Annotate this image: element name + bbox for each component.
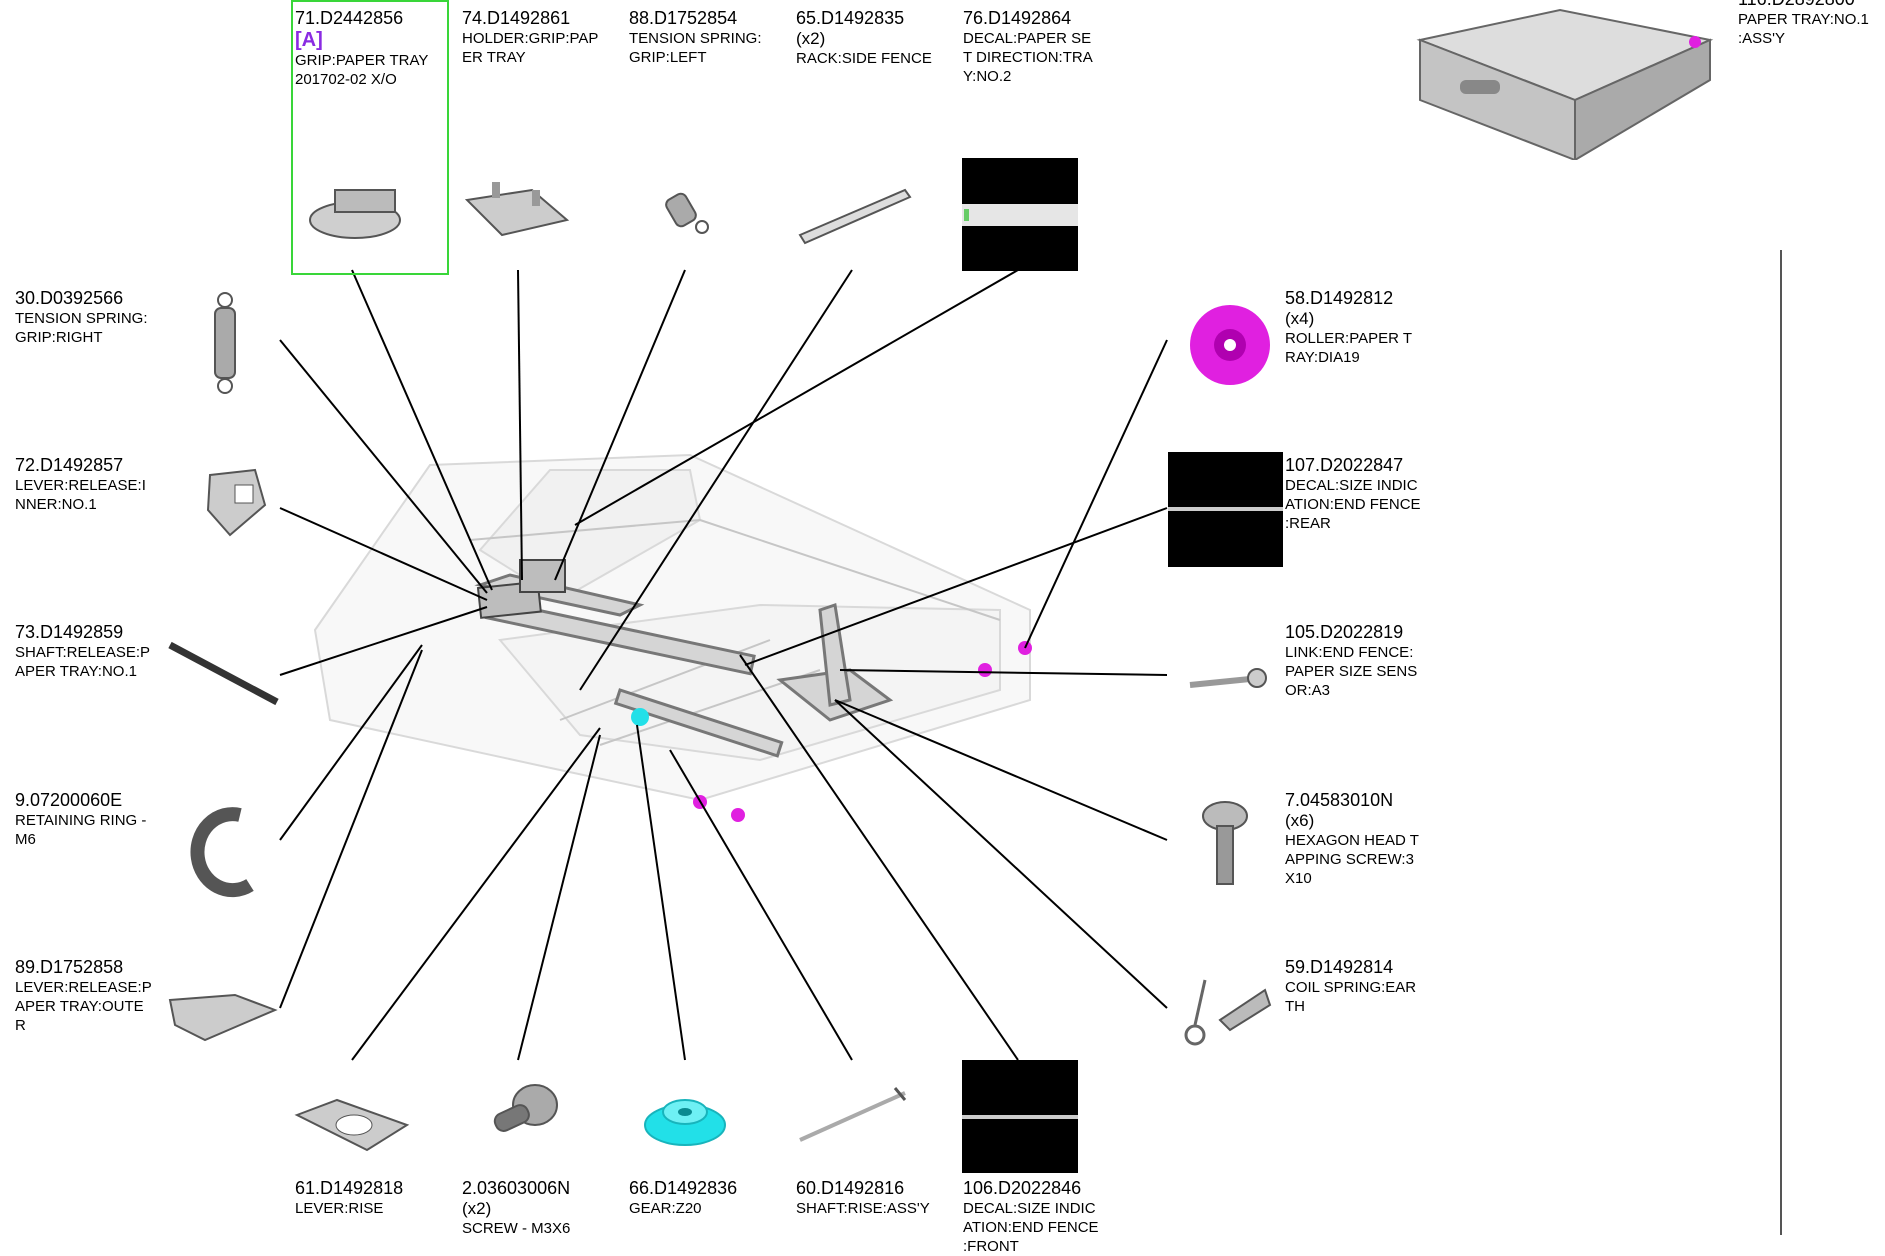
part-label-105[interactable]: 105.D2022819 LINK:END FENCE: PAPER SIZE … [1285,622,1417,700]
part-number: 66.D1492836 [629,1178,738,1198]
part-label-59[interactable]: 59.D1492814 COIL SPRING:EAR TH [1285,957,1416,1016]
page-divider [1780,250,1782,1235]
part-number: 116.D2892800 [1738,0,1869,10]
rack-side-fence-icon[interactable] [795,185,915,245]
part-description: TENSION SPRING: GRIP:LEFT [629,30,762,66]
part-number: 107.D2022847 [1285,455,1404,475]
decal-size-indication-rear-image [1168,452,1283,567]
part-description: DECAL:SIZE INDIC ATION:END FENCE :FRONT [963,1200,1099,1255]
part-description: SHAFT:RISE:ASS'Y [796,1200,930,1217]
part-description: GEAR:Z20 [629,1200,702,1217]
part-number: 59.D1492814 [1285,957,1394,977]
part-number: 89.D1752858 [15,957,124,977]
part-quantity: (x2) [796,29,826,48]
part-description: LEVER:RELEASE:I NNER:NO.1 [15,477,146,513]
part-description: RETAINING RING - M6 [15,812,147,848]
cyan-gear-marker [631,708,649,726]
part-description: PAPER TRAY:NO.1 :ASS'Y [1738,11,1869,47]
part-number: 7.04583010N [1285,790,1394,810]
coil-spring-earth-icon[interactable] [1180,975,1275,1055]
part-description: TENSION SPRING: GRIP:RIGHT [15,310,148,346]
part-label-61[interactable]: 61.D1492818 LEVER:RISE [295,1178,403,1218]
part-label-116[interactable]: 116.D2892800 PAPER TRAY:NO.1 :ASS'Y [1738,0,1869,48]
part-description: SCREW - M3X6 [462,1220,571,1237]
part-description: HEXAGON HEAD T APPING SCREW:3 X10 [1285,832,1419,887]
part-label-74[interactable]: 74.D1492861 HOLDER:GRIP:PAP ER TRAY [462,8,598,67]
tension-spring-left-icon[interactable] [660,185,720,240]
paper-tray-assembly-picture [1416,8,1714,160]
part-description: RACK:SIDE FENCE [796,50,932,67]
part-label-76[interactable]: 76.D1492864 DECAL:PAPER SE T DIRECTION:T… [963,8,1093,86]
part-label-72[interactable]: 72.D1492857 LEVER:RELEASE:I NNER:NO.1 [15,455,146,514]
part-quantity: (x2) [462,1199,492,1218]
part-label-60[interactable]: 60.D1492816 SHAFT:RISE:ASS'Y [796,1178,930,1218]
part-label-58[interactable]: 58.D1492812 (x4) ROLLER:PAPER T RAY:DIA1… [1285,288,1412,367]
part-number: 30.D0392566 [15,288,124,308]
part-number: 60.D1492816 [796,1178,905,1198]
lever-rise-icon[interactable] [292,1095,412,1155]
part-label-71[interactable]: 71.D2442856 [A] GRIP:PAPER TRAY 201702-0… [295,8,428,89]
leader-lines [279,269,1168,1061]
grip-paper-tray-icon[interactable] [300,180,410,250]
part-label-9[interactable]: 9.07200060E RETAINING RING - M6 [15,790,146,849]
part-description: LINK:END FENCE: PAPER SIZE SENS OR:A3 [1285,644,1418,699]
part-description: LEVER:RISE [295,1200,384,1217]
rack-pieces [474,573,894,758]
part-number: 105.D2022819 [1285,622,1404,642]
part-number: 72.D1492857 [15,455,124,475]
part-number: 106.D2022846 [963,1178,1082,1198]
decal-size-indication-front-image [962,1060,1078,1173]
part-label-89[interactable]: 89.D1752858 LEVER:RELEASE:P APER TRAY:OU… [15,957,152,1035]
tension-spring-right-icon[interactable] [205,290,245,395]
part-quantity: (x6) [1285,811,1315,830]
part-number: 73.D1492859 [15,622,124,642]
part-quantity: (x4) [1285,309,1315,328]
shaft-release-icon[interactable] [165,640,285,710]
part-number: 61.D1492818 [295,1178,404,1198]
part-label-107[interactable]: 107.D2022847 DECAL:SIZE INDIC ATION:END … [1285,455,1421,533]
part-tag[interactable]: [A] [295,29,323,51]
part-description: HOLDER:GRIP:PAP ER TRAY [462,30,599,66]
part-description: GRIP:PAPER TRAY 201702-02 X/O [295,52,429,88]
roller-paper-tray-icon[interactable] [1185,300,1275,390]
hex-screw-icon[interactable] [1200,798,1250,888]
part-label-73[interactable]: 73.D1492859 SHAFT:RELEASE:P APER TRAY:NO… [15,622,150,681]
part-number: 76.D1492864 [963,8,1072,28]
part-description: DECAL:SIZE INDIC ATION:END FENCE :REAR [1285,477,1421,532]
part-label-106[interactable]: 106.D2022846 DECAL:SIZE INDIC ATION:END … [963,1178,1099,1256]
screw-m3x6-icon[interactable] [490,1080,565,1150]
part-description: DECAL:PAPER SE T DIRECTION:TRA Y:NO.2 [963,30,1093,85]
decal-paper-set-direction-image [962,158,1078,271]
part-description: ROLLER:PAPER T RAY:DIA19 [1285,330,1412,366]
grip-assembly [476,559,566,619]
part-description: SHAFT:RELEASE:P APER TRAY:NO.1 [15,644,151,680]
lever-release-outer-icon[interactable] [165,980,280,1050]
part-label-65[interactable]: 65.D1492835 (x2) RACK:SIDE FENCE [796,8,932,68]
part-number: 58.D1492812 [1285,288,1394,308]
part-label-7[interactable]: 7.04583010N (x6) HEXAGON HEAD T APPING S… [1285,790,1419,888]
part-description: COIL SPRING:EAR TH [1285,979,1417,1015]
part-number: 2.03603006N [462,1178,571,1198]
part-number: 71.D2442856 [295,8,404,28]
part-label-88[interactable]: 88.D1752854 TENSION SPRING: GRIP:LEFT [629,8,762,67]
part-number: 65.D1492835 [796,8,905,28]
part-number: 88.D1752854 [629,8,738,28]
part-label-2[interactable]: 2.03603006N (x2) SCREW - M3X6 [462,1178,570,1238]
holder-grip-icon[interactable] [462,180,572,250]
part-description: LEVER:RELEASE:P APER TRAY:OUTE R [15,979,152,1034]
selection-box-71[interactable] [291,0,449,275]
lever-release-inner-icon[interactable] [200,465,270,545]
gear-z20-icon[interactable] [640,1090,730,1150]
link-end-fence-icon[interactable] [1185,665,1270,695]
part-number: 74.D1492861 [462,8,571,28]
retaining-ring-icon[interactable] [180,800,265,900]
part-number: 9.07200060E [15,790,123,810]
shaft-rise-icon[interactable] [795,1085,915,1145]
part-label-66[interactable]: 66.D1492836 GEAR:Z20 [629,1178,737,1218]
part-label-30[interactable]: 30.D0392566 TENSION SPRING: GRIP:RIGHT [15,288,148,347]
